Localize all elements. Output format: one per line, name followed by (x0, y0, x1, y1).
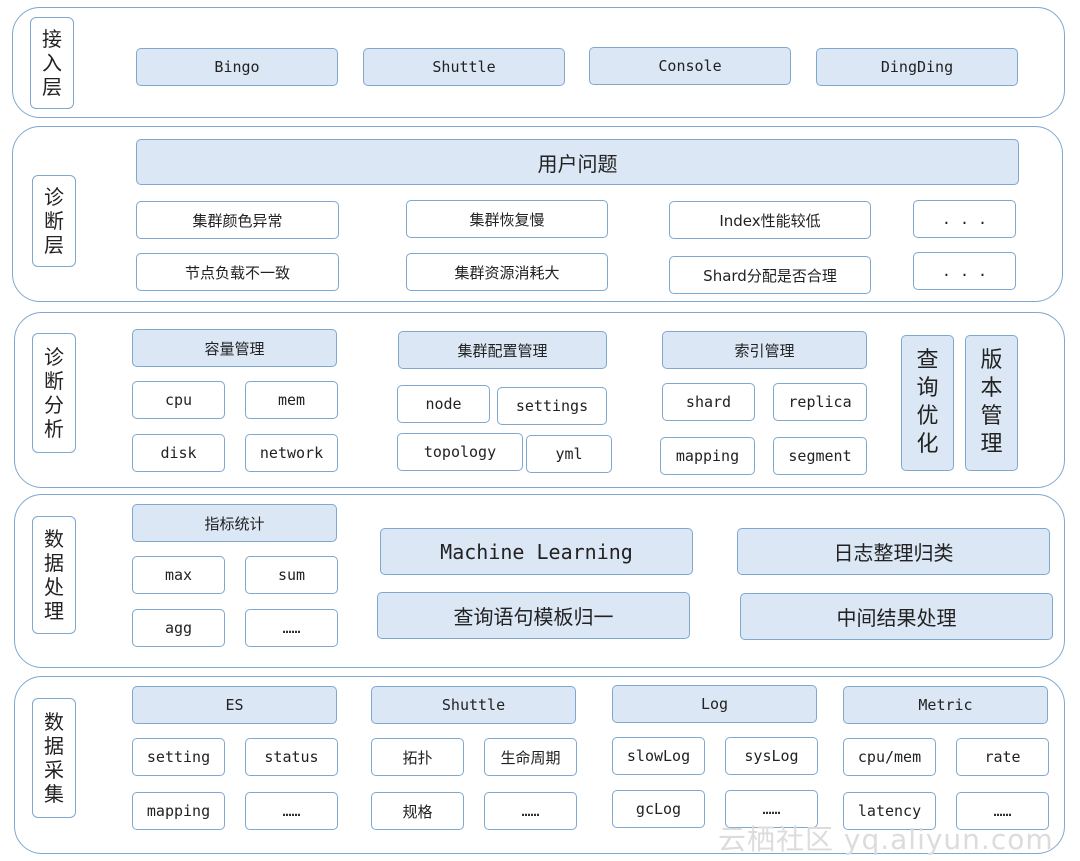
capacity-item-network: network (245, 434, 338, 472)
access-item-shuttle: Shuttle (363, 48, 565, 86)
processing-layer-label: 数 据 处 理 (32, 516, 76, 634)
index-item-segment: segment (773, 437, 867, 475)
capacity-item-mem: mem (245, 381, 338, 419)
es-header: ES (132, 686, 337, 724)
metrics-item-agg: agg (132, 609, 225, 647)
analysis-layer-label: 诊 断 分 析 (32, 333, 76, 453)
diagnosis-item-node-load: 节点负载不一致 (136, 253, 339, 291)
diagnosis-item-resource-usage: 集群资源消耗大 (406, 253, 608, 291)
log-header: Log (612, 685, 817, 723)
query-optimization-box: 查 询 优 化 (901, 335, 954, 471)
metrics-item-max: max (132, 556, 225, 594)
cluster-config-item-settings: settings (497, 387, 607, 425)
diagnosis-item-index-performance: Index性能较低 (669, 201, 871, 239)
shuttle-item-spec: 规格 (371, 792, 464, 830)
diagnosis-item-more-1: . . . (913, 200, 1016, 238)
index-item-replica: replica (773, 383, 867, 421)
capacity-item-cpu: cpu (132, 381, 225, 419)
capacity-header: 容量管理 (132, 329, 337, 367)
metrics-item-sum: sum (245, 556, 338, 594)
es-item-more: …… (245, 792, 338, 830)
watermark: 云栖社区 yq.aliyun.com (718, 823, 1054, 856)
diagnosis-item-shard-allocation: Shard分配是否合理 (669, 256, 871, 294)
log-item-slowlog: slowLog (612, 737, 705, 775)
metric-item-more: …… (956, 792, 1049, 830)
cluster-config-header: 集群配置管理 (398, 331, 607, 369)
index-item-mapping: mapping (660, 437, 755, 475)
cluster-config-item-yml: yml (526, 435, 612, 473)
access-item-bingo: Bingo (136, 48, 338, 86)
log-item-more: …… (725, 790, 818, 828)
shuttle-item-more: …… (484, 792, 577, 830)
metric-header: Metric (843, 686, 1048, 724)
metrics-stats-header: 指标统计 (132, 504, 337, 542)
access-layer-label: 接 入 层 (30, 17, 74, 109)
cluster-config-item-topology: topology (397, 433, 523, 471)
cluster-config-item-node: node (397, 385, 490, 423)
es-item-mapping: mapping (132, 792, 225, 830)
index-item-shard: shard (662, 383, 755, 421)
user-issues-header: 用户问题 (136, 139, 1019, 185)
access-item-console: Console (589, 47, 791, 85)
es-item-status: status (245, 738, 338, 776)
log-item-gclog: gcLog (612, 790, 705, 828)
machine-learning-box: Machine Learning (380, 528, 693, 575)
intermediate-results-box: 中间结果处理 (740, 593, 1053, 640)
collection-layer-label: 数 据 采 集 (32, 698, 76, 818)
log-classification-box: 日志整理归类 (737, 528, 1050, 575)
diagnosis-layer-label: 诊 断 层 (32, 175, 76, 267)
diagnosis-item-more-2: . . . (913, 252, 1016, 290)
shuttle-item-lifecycle: 生命周期 (484, 738, 577, 776)
shuttle-item-topology: 拓扑 (371, 738, 464, 776)
es-item-setting: setting (132, 738, 225, 776)
capacity-item-disk: disk (132, 434, 225, 472)
diagnosis-item-slow-recovery: 集群恢复慢 (406, 200, 608, 238)
index-mgmt-header: 索引管理 (662, 331, 867, 369)
metric-item-rate: rate (956, 738, 1049, 776)
log-item-syslog: sysLog (725, 737, 818, 775)
access-item-dingding: DingDing (816, 48, 1018, 86)
metrics-item-more: …… (245, 609, 338, 647)
query-template-normalization-box: 查询语句模板归一 (377, 592, 690, 639)
metric-item-cpu-mem: cpu/mem (843, 738, 936, 776)
diagnosis-item-cluster-color: 集群颜色异常 (136, 201, 339, 239)
metric-item-latency: latency (843, 792, 936, 830)
shuttle-header: Shuttle (371, 686, 576, 724)
version-management-box: 版 本 管 理 (965, 335, 1018, 471)
